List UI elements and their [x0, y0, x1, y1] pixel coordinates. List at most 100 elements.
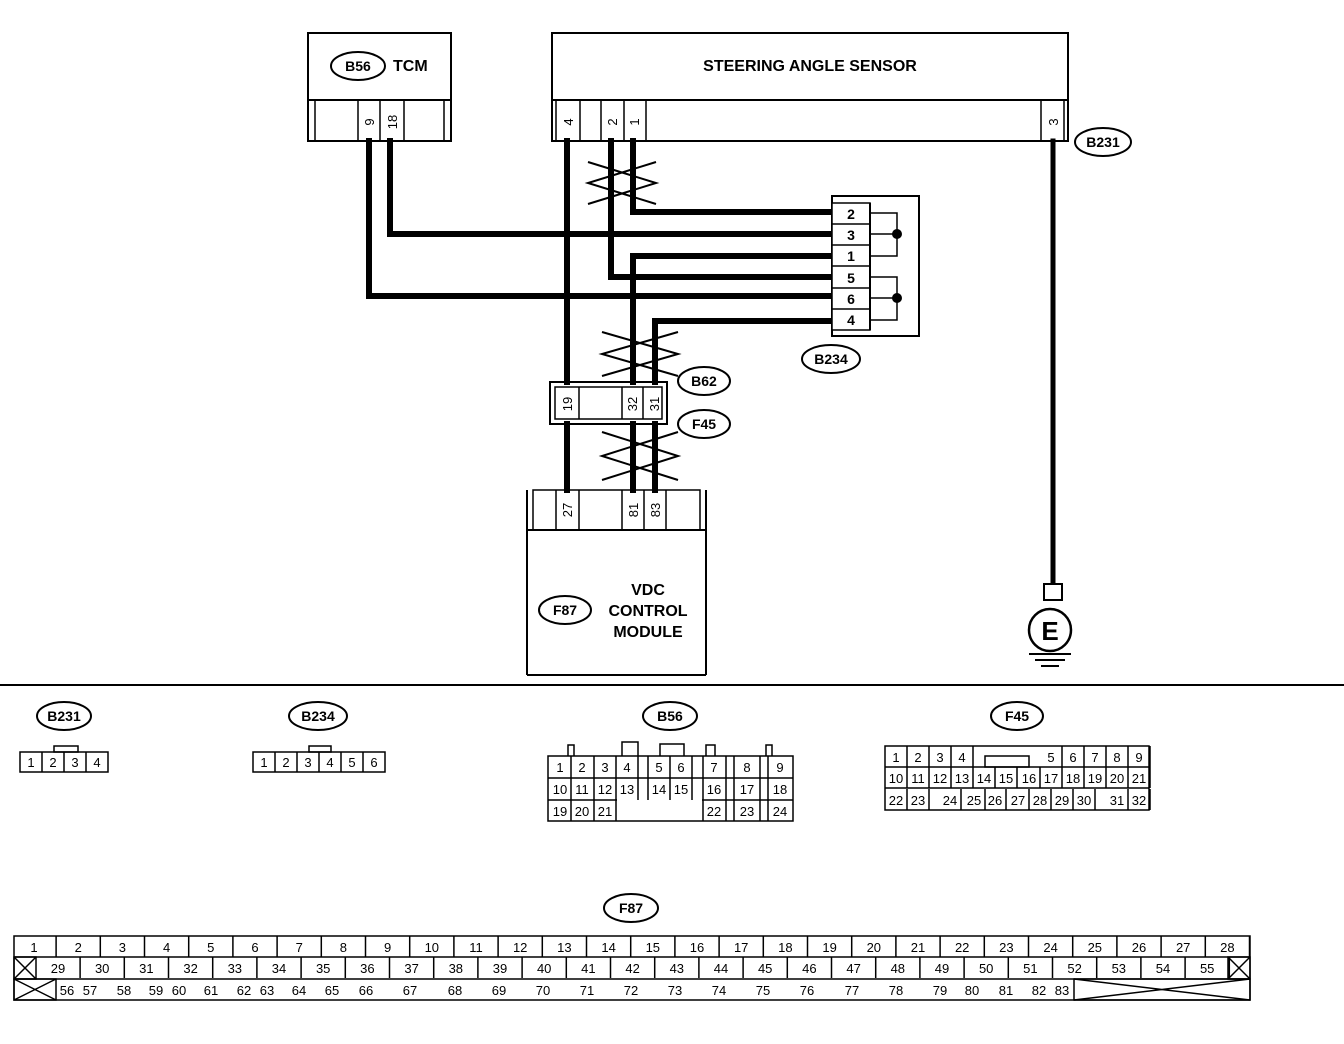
f87-view-pin: 48 — [891, 961, 905, 976]
b62-f45-connector: 19 32 31 B62 F45 — [549, 366, 731, 439]
f45-view-pin: 13 — [955, 771, 969, 786]
f45-view-pin: 32 — [1132, 793, 1146, 808]
b234-connector-id: B234 — [814, 351, 848, 367]
f87-view-pin: 28 — [1220, 940, 1234, 955]
f45-view-pin: 30 — [1077, 793, 1091, 808]
f87-view-pin: 52 — [1067, 961, 1081, 976]
b231-view-pin: 4 — [93, 755, 100, 770]
steering-angle-sensor: STEERING ANGLE SENSOR 4 2 1 3 B231 — [551, 32, 1132, 157]
b56-view-pin: 15 — [674, 782, 688, 797]
f87-view-pin: 74 — [712, 983, 726, 998]
f87-view-pin: 32 — [183, 961, 197, 976]
b234-view-pin: 5 — [348, 755, 355, 770]
f87-view-pin: 81 — [999, 983, 1013, 998]
twisted-pair-marks — [584, 161, 682, 481]
f87-view-pin: 47 — [846, 961, 860, 976]
b56-view-pin: 10 — [553, 782, 567, 797]
b234-pin: 3 — [847, 227, 855, 243]
b56-view-pin: 21 — [598, 804, 612, 819]
f87-view-pin: 29 — [51, 961, 65, 976]
f87-view-pin: 1 — [30, 940, 37, 955]
f87-view-pin: 80 — [965, 983, 979, 998]
b62-connector-id: B62 — [691, 373, 717, 389]
f87-view-pin: 44 — [714, 961, 728, 976]
f87-view-pin: 11 — [469, 940, 483, 955]
b234-view-label: B234 — [301, 708, 335, 724]
f87-view-pin: 82 — [1032, 983, 1046, 998]
vdc-control-module: 27 81 83 F87 VDC CONTROL MODULE — [526, 489, 707, 676]
f87-view-pin: 68 — [448, 983, 462, 998]
f87-view-pin: 21 — [911, 940, 925, 955]
f87-view-pin: 77 — [845, 983, 859, 998]
f45-view-pin: 23 — [911, 793, 925, 808]
sensor-pin: 3 — [1046, 118, 1061, 125]
f87-view-pin: 2 — [75, 940, 82, 955]
f45-view-label: F45 — [1005, 708, 1029, 724]
b62-pin: 32 — [625, 397, 640, 411]
b231-view-label: B231 — [47, 708, 81, 724]
f87-view-pin: 24 — [1043, 940, 1057, 955]
f87-view-pin: 22 — [955, 940, 969, 955]
f45-view-pin: 11 — [911, 771, 925, 786]
f87-view-pin: 5 — [207, 940, 214, 955]
f87-view-pin: 15 — [646, 940, 660, 955]
b56-view-pin: 12 — [598, 782, 612, 797]
f45-view-pin: 3 — [936, 750, 943, 765]
f87-view-pin: 76 — [800, 983, 814, 998]
b56-view-label: B56 — [657, 708, 683, 724]
b56-view-pin: 9 — [776, 760, 783, 775]
b56-view-pin: 13 — [620, 782, 634, 797]
f87-view-pin: 63 — [260, 983, 274, 998]
f87-view-pin: 83 — [1055, 983, 1069, 998]
f87-view-pin: 49 — [935, 961, 949, 976]
b56-view-pin: 1 — [556, 760, 563, 775]
f87-view-pin: 36 — [360, 961, 374, 976]
f45-view-pin: 7 — [1091, 750, 1098, 765]
b56-view-pin: 6 — [677, 760, 684, 775]
f87-view-pin: 13 — [557, 940, 571, 955]
f45-view-pin: 20 — [1110, 771, 1124, 786]
f87-view-pin: 25 — [1088, 940, 1102, 955]
f87-view-pin: 75 — [756, 983, 770, 998]
f87-view-pin: 56 — [60, 983, 74, 998]
b56-view-pin: 11 — [575, 782, 589, 797]
sensor-connector-id: B231 — [1086, 134, 1120, 150]
tcm-pin: 9 — [362, 118, 377, 125]
f87-view-pin: 46 — [802, 961, 816, 976]
f45-view-pin: 24 — [943, 793, 957, 808]
f87-view-pin: 26 — [1132, 940, 1146, 955]
vdc-pin: 83 — [648, 503, 663, 517]
f45-view-pin: 15 — [999, 771, 1013, 786]
f87-view-pin: 4 — [163, 940, 170, 955]
f87-view-pin: 9 — [384, 940, 391, 955]
f87-view-pin: 20 — [867, 940, 881, 955]
f45-view-pin: 26 — [988, 793, 1002, 808]
tcm-module: B56 TCM 9 18 — [307, 32, 452, 142]
f87-view-pin: 79 — [933, 983, 947, 998]
b234-connector-view: B234 1 2 3 4 5 6 — [252, 701, 386, 773]
f87-view-pin: 73 — [668, 983, 682, 998]
f45-view-pin: 6 — [1069, 750, 1076, 765]
f45-connector-id: F45 — [692, 416, 716, 432]
b56-view-pin: 24 — [773, 804, 787, 819]
b231-view-pin: 2 — [49, 755, 56, 770]
f87-view-pin: 42 — [625, 961, 639, 976]
tcm-connector-id: B56 — [345, 58, 371, 74]
f87-view-pin: 51 — [1023, 961, 1037, 976]
b56-view-pin: 4 — [623, 760, 630, 775]
f87-view-pin: 69 — [492, 983, 506, 998]
f87-view-pin: 57 — [83, 983, 97, 998]
b62-pin: 19 — [560, 397, 575, 411]
f87-view-pin: 58 — [117, 983, 131, 998]
f45-view-pin: 14 — [977, 771, 991, 786]
f87-view-pin: 55 — [1200, 961, 1214, 976]
sensor-pin: 1 — [627, 118, 642, 125]
b56-view-pin: 7 — [710, 760, 717, 775]
f45-view-pin: 1 — [892, 750, 899, 765]
f45-view-pin: 29 — [1055, 793, 1069, 808]
f45-view-pin: 27 — [1011, 793, 1025, 808]
f87-view-pin: 62 — [237, 983, 251, 998]
